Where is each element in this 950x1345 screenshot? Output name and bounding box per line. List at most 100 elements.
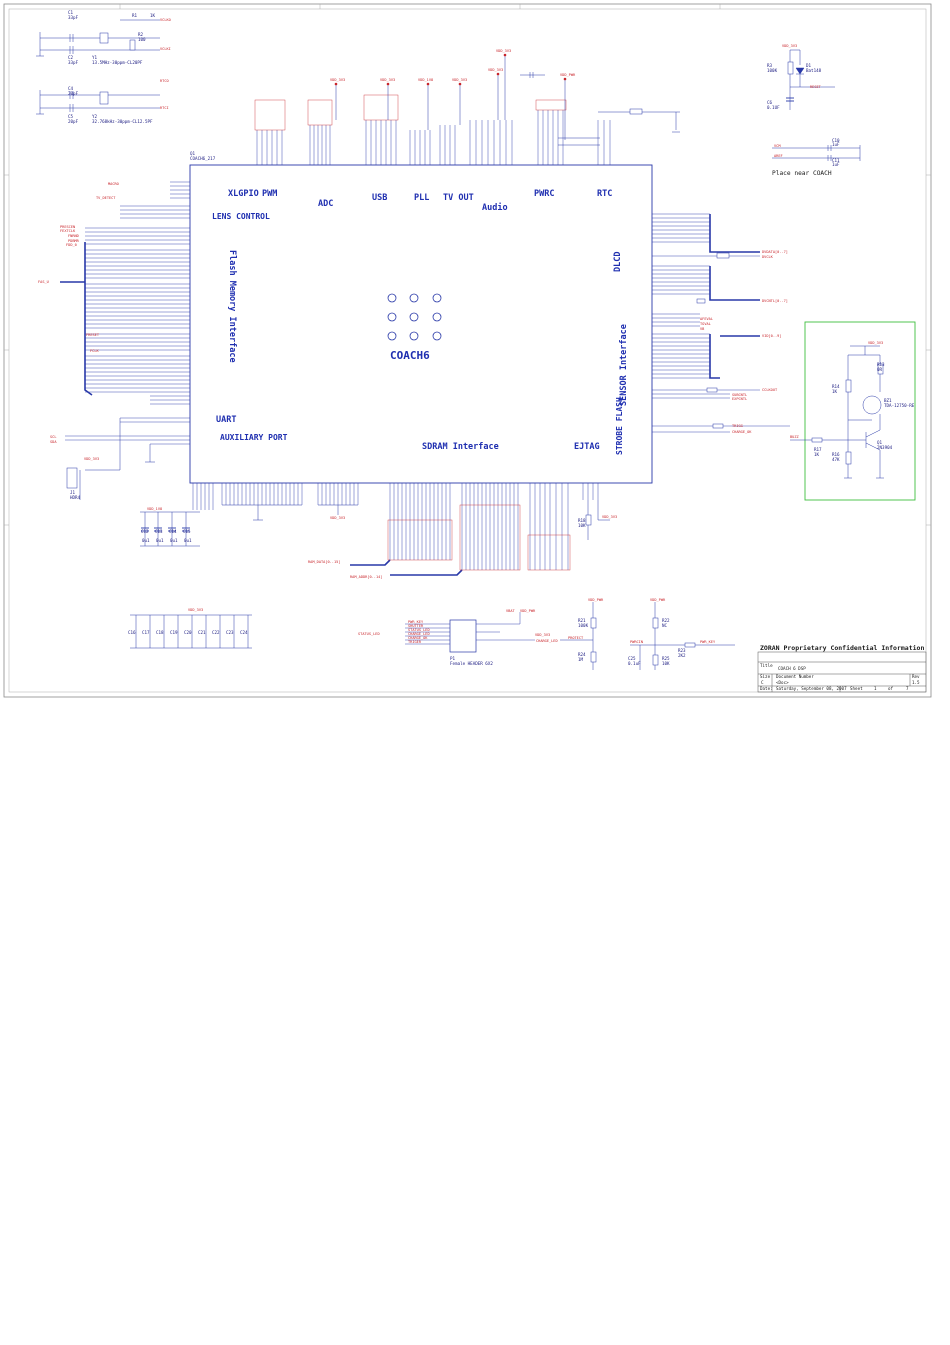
vid-net: VID[0..9] [762,334,781,338]
vdd-3v3-label-2: VDD_3V3 [380,78,395,82]
connector-wires [405,612,535,645]
c11-ref: C11 [832,158,840,163]
ic-part: COACH6_217 [190,156,216,161]
charge-led-port: CHARGE_LED [536,639,558,643]
connector-p1 [449,619,477,653]
r14-value: 1K [832,389,838,394]
vclki-net: VCLKI [160,47,171,51]
cap-value-2: 0u1 [156,538,164,543]
cap-value-3: 0u1 [170,538,178,543]
q1-buzzer-value: 2N3904 [877,445,893,450]
p1-charge-ok: CHARGE_OK [408,636,428,640]
r3-value: 100K [767,68,778,73]
aref-net: AREF [774,154,783,158]
bottom-ground-rails [222,504,358,521]
pwrcin-net: PWRCIN [630,640,643,644]
block-audio: Audio [482,202,508,213]
fnrnd-net: FNRND [68,234,79,238]
r13-ref: R13 [877,362,885,367]
trigg-net: TRIGG [732,424,743,428]
d1-value: Bat148 [806,68,822,73]
p1-shutter: SHUTTER [408,624,424,628]
left-pin-stubs [65,181,190,445]
r18-ref: R18 [578,518,586,523]
rev-label: Rev [912,674,920,679]
reset-net: RESET [810,85,822,89]
c24-ref: C24 [240,630,248,635]
c23-ref: C23 [226,630,234,635]
p1-status-led: STATUS_LED [408,628,430,632]
left-bus-bars [60,242,93,396]
r22-value: NC [662,623,668,628]
block-lens-control: LENS CONTROL [212,212,270,221]
c2-value: 33pF [68,60,79,65]
vdd-3v3-label-5: VDD_3V3 [488,68,503,72]
r13-value: 0R [877,367,883,372]
sheet-frame [3,3,932,698]
bz1-value: TDA-12750-RE [884,403,915,408]
block-dlcd: DLCD [613,252,623,272]
crystal-32khz [36,90,160,115]
c2-ref: C2 [68,55,74,60]
sda-net: SDA [50,440,57,444]
c25-ref: C25 [628,656,636,661]
j1-ref: J1 [70,490,76,495]
p1-ref: P1 [450,656,456,661]
r21-ref: R21 [578,618,586,623]
vdd-3v3-reset: VDD_3V3 [782,44,797,48]
c21-ref: C21 [198,630,206,635]
doc-value: <Doc> [776,680,789,685]
p1-value: Female HEADER 6X2 [450,661,493,666]
vdd-pwr-key-2: VDD_PWR [650,598,666,602]
cap-value-4: 0u1 [184,538,192,543]
sheet-label: Sheet [850,686,863,691]
bottom-pin-stubs [192,483,599,570]
top-power-taps [334,53,680,146]
block-usb: USB [372,193,387,203]
vclko-net: VCLKO [160,18,171,22]
doc-label: Document Number [776,674,814,679]
p1-pwr-key: PWR_KEY [408,620,424,624]
block-flash-memory: Flash Memory Interface [227,250,237,363]
macro-net: MACRO [108,182,119,186]
reset-circuit [786,49,835,110]
y2-ref: Y2 [92,114,98,119]
expcntl-net: EXPCNTL [732,397,747,401]
block-sdram: SDRAM Interface [422,442,499,452]
vbat-label: VBAT [506,609,515,613]
r25-ref: R25 [662,656,670,661]
c18-ref: C18 [156,630,164,635]
ic-ref: Q1 [190,151,196,156]
p1-charge-led: CHARGE_LED [408,632,430,636]
r2-value: 100 [138,37,146,42]
c1-ref: C1 [68,10,74,15]
vdd-1v8-label: VDD_1V8 [418,78,433,82]
vdd-3v3-label-1: VDD_3V3 [330,78,345,82]
vdd-3v3-conn: VDD_3V3 [535,633,550,637]
sheet-of: of [888,686,894,691]
c17-ref: C17 [142,630,150,635]
right-resistors [696,252,730,429]
fextclk-net: FEXTCLK [60,229,76,233]
c16-ref: C16 [128,630,136,635]
vdd-1v8-caps: VDD_1V8 [147,507,162,511]
top-net-tags [254,94,567,131]
crystal-13mhz [36,32,160,57]
buzz-net: BUZZ [790,435,799,439]
freset-net: FRESET [86,333,100,337]
c10-ref: C10 [832,138,840,143]
r14-ref: R14 [832,384,840,389]
r23-ref: R23 [678,648,686,653]
sheet-total: 7 [906,686,909,691]
r25-value: 10K [662,661,670,666]
d1-ref: D1 [806,63,812,68]
place-near-note: Place near COACH [772,170,832,177]
rtco-net: RTCO [160,79,169,83]
vdd-3v3-hdr: VDD_3V3 [84,457,99,461]
r16-value: 47K [832,457,840,462]
sheet-inner-frame [8,8,927,693]
title-block [757,651,927,693]
rev-value: 1.5 [912,680,920,685]
bz1-ref: BZ1 [884,398,892,403]
